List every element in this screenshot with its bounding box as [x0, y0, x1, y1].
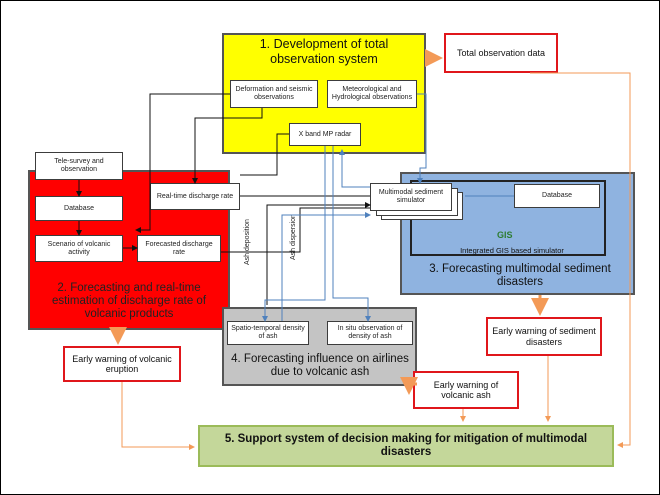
section5-title: 5. Support system of decision making for… [224, 432, 588, 458]
gis-label: GIS [497, 230, 513, 240]
meteorological-box: Meteorological and Hydrological observat… [327, 80, 417, 108]
forecasted-discharge-box: Forecasted discharge rate [137, 235, 221, 262]
wire-deformation-to-realtime-2 [192, 108, 263, 184]
section5-panel: 5. Support system of decision making for… [198, 425, 614, 467]
wire-xband-down [240, 133, 289, 176]
wire-ash-deposition [266, 202, 371, 305]
section4-panel [222, 307, 417, 386]
wire-total-to-s5 [530, 72, 631, 448]
wire-forecast-to-multimodal [221, 207, 370, 253]
early-warning-sediment-box: Early warning of sediment disasters [486, 317, 602, 356]
wire-xband-to-section4b [332, 146, 371, 322]
integrated-gis-label: Integrated GIS based simulator [460, 246, 564, 255]
section4-title: 4. Forecasting influence on airlines due… [231, 353, 409, 379]
section1-title: 1. Development of total observation syst… [259, 37, 389, 66]
wire-deformation-to-realtime [135, 93, 230, 233]
insitu-observation-box: In situ observation of density of ash [327, 321, 413, 345]
wire-ash-dispersion [281, 212, 371, 321]
section2-title: 2. Forecasting and real-time estimation … [51, 282, 207, 321]
wire-meteor-to-multimodal [417, 93, 427, 184]
wire-multimodal-to-xband [339, 149, 370, 188]
early-warning-eruption-box: Early warning of volcanic eruption [63, 346, 181, 382]
multimodal-simulator-box: Multimodal sediment simulator [370, 183, 452, 211]
database-box-3: Database [514, 184, 600, 208]
xband-radar-box: X band MP radar [289, 123, 361, 146]
section3-title: 3. Forecasting multimodal sediment disas… [429, 263, 611, 289]
early-warning-ash-box: Early warning of volcanic ash [413, 371, 519, 409]
deformation-box: Deformation and seismic observations [230, 80, 318, 108]
total-observation-box: Total observation data [444, 33, 558, 73]
wire-eruption-to-s5 [121, 382, 195, 450]
wire-xband-to-section4a [262, 146, 326, 322]
database-box-2: Database [35, 196, 123, 221]
tele-survey-box: Tele-survey and observation [35, 152, 123, 180]
scenario-box: Scenario of volcanic activity [35, 235, 123, 262]
spatio-temporal-box: Spatio-temporal density of ash [227, 321, 309, 345]
arrow-s4-to-ash [400, 377, 418, 395]
